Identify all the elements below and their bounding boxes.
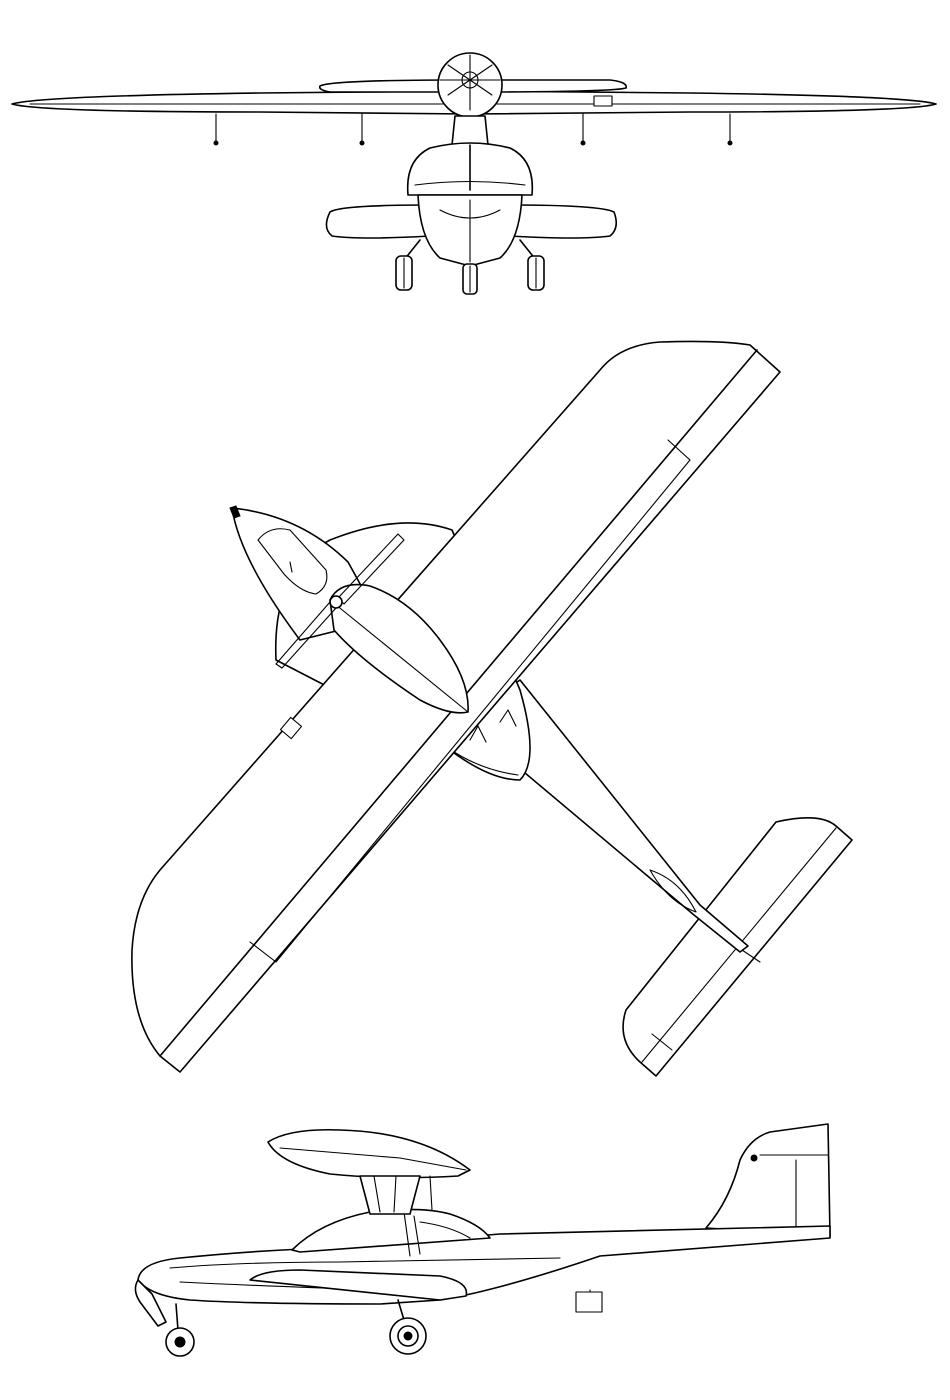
side-sponson [249, 1269, 468, 1301]
side-canopy [291, 1208, 491, 1253]
front-wing-hardpoints [213, 113, 733, 146]
front-landing-gear [395, 239, 545, 295]
side-view [134, 1123, 831, 1357]
side-vertical-tail [705, 1123, 831, 1237]
front-pylon [451, 115, 489, 146]
top-tail-boom [461, 679, 749, 953]
side-nose [134, 1279, 167, 1327]
top-engine-pod [329, 583, 469, 714]
front-view [11, 52, 937, 295]
top-view [131, 340, 853, 1077]
top-propeller [275, 533, 405, 669]
side-engine-pod [267, 1128, 471, 1179]
side-landing-gear [165, 1299, 427, 1357]
side-pylon [359, 1175, 421, 1215]
